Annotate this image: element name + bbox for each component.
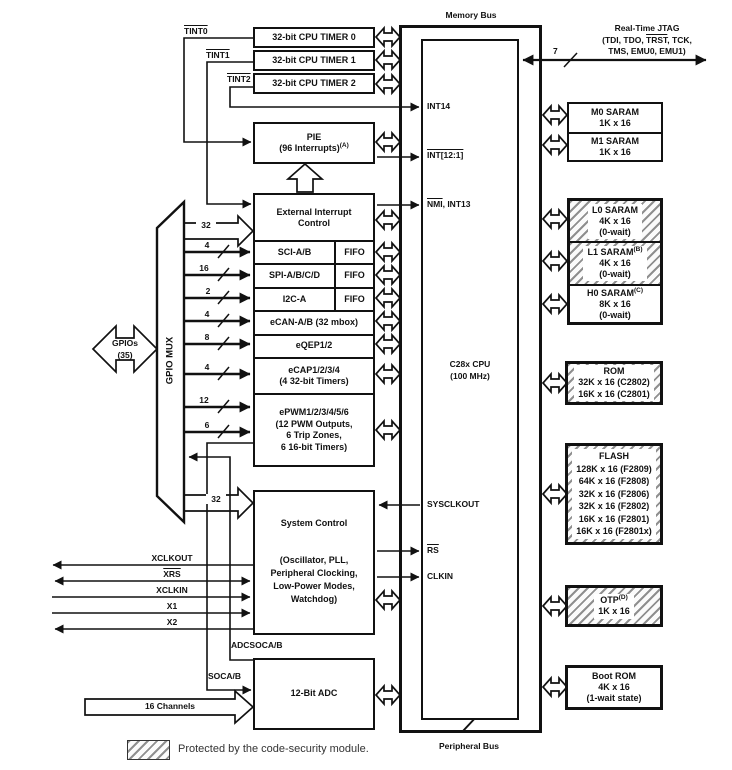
width-spi: 16 (199, 263, 209, 273)
tint1-line (206, 61, 253, 209)
extint-line1: External Interrupt (276, 206, 352, 217)
cpu-title: C28x CPU (100 MHz) (421, 358, 519, 382)
signal-lines (52, 37, 707, 695)
width-i2c: 2 (205, 286, 211, 296)
adcsoca-label: ADCSOCA/B (231, 640, 283, 650)
legend-swatch (127, 740, 170, 760)
jtag-pins-2: TMS, EMU0, EMU1) (608, 46, 686, 56)
boot-rom-box: Boot ROM 4K x 16 (1-wait state) (565, 665, 663, 710)
cpu-timer2-box: 32-bit CPU TIMER 2 (253, 73, 375, 94)
pie-box: PIE (96 Interrupts)(A) (253, 122, 375, 164)
cpu-box (421, 39, 519, 720)
x1-label: X1 (166, 601, 178, 611)
sci-label: SCI-A/B (277, 246, 312, 257)
xclkout-label: XCLKOUT (151, 553, 193, 563)
nmi-int13-label: NMI, INT13 (427, 199, 471, 209)
legend-text: Protected by the code-security module. (178, 743, 369, 755)
otp-box: OTP(D) 1K x 16 (565, 585, 663, 627)
cpu-name: C28x CPU (449, 359, 491, 369)
memory-peripheral-bus-ring (399, 25, 542, 733)
width-epwm1: 12 (199, 395, 209, 405)
gpio-mux-shape (155, 199, 186, 525)
i2c-fifo: FIFO (334, 288, 373, 311)
jtag-title: Real-Time JTAG (614, 23, 680, 33)
soca-label: SOCA/B (208, 671, 242, 681)
sysctl-details: (Oscillator, PLL,Peripheral Clocking, Lo… (270, 554, 358, 604)
h0-saram: H0 SARAM(C) 8K x 16(0-wait) (570, 284, 660, 322)
system-control-box: System Control (Oscillator, PLL,Peripher… (253, 490, 375, 635)
bus32-top-arrow (183, 213, 255, 249)
eqep-label: eQEP1/2 (295, 340, 333, 351)
i2c-row: I2C-A FIFO (255, 286, 373, 311)
int12-label: INT[12:1] (427, 150, 464, 160)
tint0-line (183, 37, 253, 147)
adcsoca-line (188, 452, 253, 661)
eqep-row: eQEP1/2 (255, 333, 373, 357)
pie-up-arrow (285, 162, 325, 193)
cpu-speed: (100 MHz) (450, 371, 490, 381)
l1-saram: L1 SARAM(B) 4K x 16(0-wait) (570, 241, 660, 284)
flash-box: FLASH 128K x 16 (F2809)64K x 16 (F2808) … (565, 443, 663, 545)
pie-title: PIE (306, 131, 322, 142)
sysclkout-label: SYSCLKOUT (427, 499, 480, 509)
rom-box: ROM 32K x 16 (C2802)16K x 16 (C2801) (565, 361, 663, 405)
width-eqep: 8 (204, 332, 210, 342)
clkin-label: CLKIN (427, 571, 453, 581)
width-gpio32-bottom: 32 (206, 494, 226, 504)
cpu-timer0-box: 32-bit CPU TIMER 0 (253, 27, 375, 48)
adc-box: 12-Bit ADC (253, 658, 375, 730)
channels-label: 16 Channels (144, 701, 196, 711)
peripheral-bus-label: Peripheral Bus (439, 741, 499, 751)
sysctl-title: System Control (280, 518, 348, 528)
tint2-int14-line (229, 86, 420, 112)
rs-label: RS (427, 545, 439, 555)
ecan-row: eCAN-A/B (32 mbox) (255, 310, 373, 333)
spi-label: SPI-A/B/C/D (268, 270, 320, 281)
jtag-pins-1: (TDI, TDO, TRST, TCK, (602, 34, 692, 45)
gpio-bus-lines (184, 246, 251, 438)
ecap-label: eCAP1/2/3/4(4 32-bit Timers) (279, 364, 349, 387)
xclkin-label: XCLKIN (156, 585, 188, 595)
extint-line2: Control (298, 218, 330, 228)
sci-row: SCI-A/B FIFO (255, 242, 373, 264)
ecap-row: eCAP1/2/3/4(4 32-bit Timers) (255, 356, 373, 393)
peripheral-column: SCI-A/B FIFO SPI-A/B/C/D FIFO I2C-A FIFO… (253, 240, 375, 467)
sci-fifo: FIFO (334, 242, 373, 264)
width-epwm2: 6 (204, 420, 210, 430)
int14-label: INT14 (427, 101, 451, 111)
pie-subtitle: (96 Interrupts)(A) (279, 142, 349, 153)
tint1-label: TINT1 (206, 50, 230, 60)
tint2-label: TINT2 (227, 74, 251, 84)
width-gpio32-top: 32 (196, 220, 216, 230)
bus-width-slashes (217, 52, 578, 732)
memory-bus-label: Memory Bus (445, 10, 497, 20)
epwm-label: ePWM1/2/3/4/5/6(12 PWM Outputs, 6 Trip Z… (275, 407, 353, 452)
jtag-label: Real-Time JTAG (TDI, TDO, TRST, TCK, TMS… (578, 23, 716, 58)
spi-fifo: FIFO (334, 265, 373, 287)
xrs-label: XRS (163, 569, 181, 579)
external-interrupt-box: External Interrupt Control (253, 193, 375, 243)
gpio-mux-label: GPIO MUX (164, 336, 176, 385)
width-sci: 4 (204, 240, 210, 250)
gpios-label: GPIOs(35) (112, 338, 138, 360)
jtag-width-label: 7 (553, 46, 558, 56)
width-ecan: 4 (204, 309, 210, 319)
i2c-label: I2C-A (282, 293, 307, 304)
width-ecap: 4 (204, 362, 210, 372)
adc-channels-arrow (84, 689, 255, 725)
ecan-label: eCAN-A/B (32 mbox) (269, 317, 358, 328)
x2-label: X2 (166, 617, 178, 627)
spi-row: SPI-A/B/C/D FIFO (255, 263, 373, 287)
soca-line (206, 442, 253, 695)
epwm-row: ePWM1/2/3/4/5/6(12 PWM Outputs, 6 Trip Z… (255, 393, 373, 465)
tint0-label: TINT0 (184, 26, 208, 36)
cpu-timer1-box: 32-bit CPU TIMER 1 (253, 50, 375, 71)
